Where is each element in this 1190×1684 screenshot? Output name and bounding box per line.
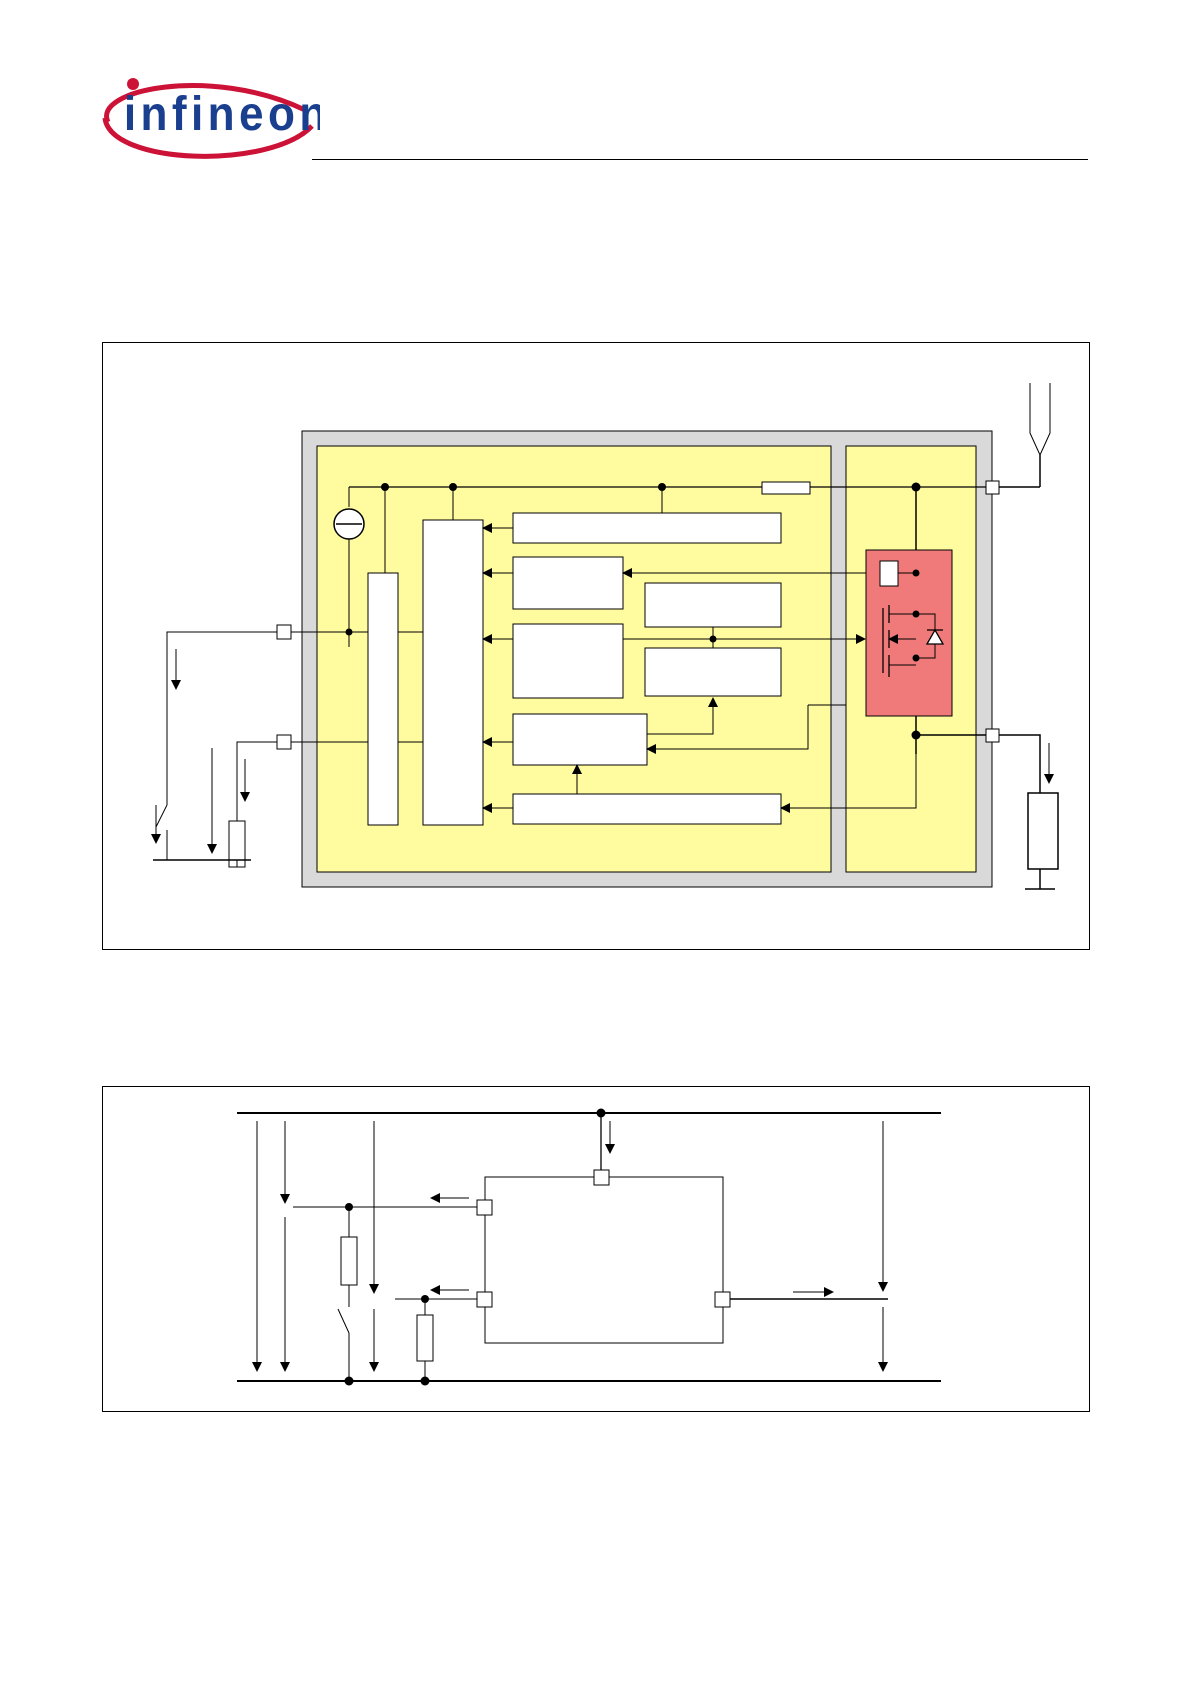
svg-text:infineon: infineon xyxy=(124,86,320,140)
overvoltage-block xyxy=(512,512,782,544)
sense-resistor xyxy=(761,481,811,495)
pin-is xyxy=(476,1199,493,1216)
gate-driver-block xyxy=(512,623,624,699)
application-circuit-svg xyxy=(237,1108,941,1386)
application-circuit-frame xyxy=(102,1086,1090,1412)
block-diagram-frame xyxy=(102,342,1090,950)
pin-in xyxy=(476,1291,493,1308)
current-sense-block xyxy=(512,556,624,610)
pin-in xyxy=(276,624,292,640)
block-diagram-svg xyxy=(151,383,1059,890)
battery-terminal xyxy=(1029,383,1051,457)
pin-out xyxy=(985,728,1000,743)
pin-vbb xyxy=(593,1169,610,1186)
device-body xyxy=(484,1176,724,1344)
infineon-logo: infineon xyxy=(102,78,320,159)
power-stage xyxy=(865,549,953,717)
pin-out xyxy=(714,1291,731,1308)
header-rule xyxy=(312,159,1088,160)
input-resistor xyxy=(416,1314,434,1362)
sense-resistor xyxy=(340,1236,358,1286)
esd-protection-block xyxy=(367,572,399,826)
load-resistor xyxy=(1027,792,1059,870)
temperature-sensor-block xyxy=(512,793,782,825)
logic-block xyxy=(422,519,484,826)
body-diode-icon xyxy=(925,628,945,645)
pin-vs xyxy=(985,480,1000,495)
voltage-limitation-block xyxy=(644,647,782,697)
charge-pump-block xyxy=(644,582,782,628)
sense-cell xyxy=(879,560,899,587)
open-load-block xyxy=(512,713,648,766)
pin-gnd xyxy=(276,734,292,750)
